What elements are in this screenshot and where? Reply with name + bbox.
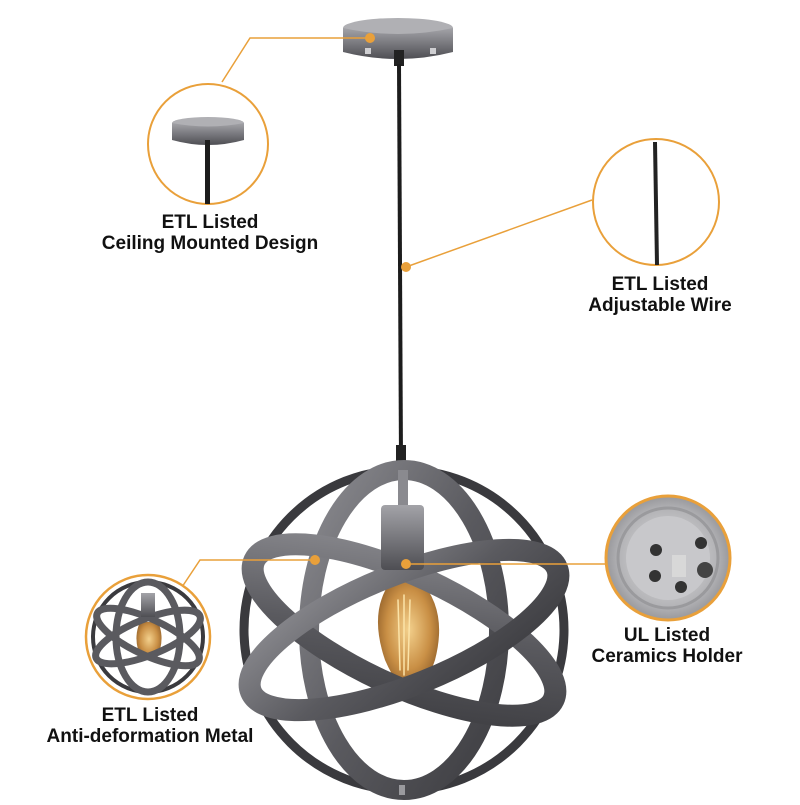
callout-label-canopy: ETL Listed Ceiling Mounted Design (60, 212, 360, 254)
cage-feature: Anti-deformation Metal (46, 726, 254, 747)
callout-label-wire: ETL Listed Adjustable Wire (510, 274, 800, 316)
suspension-wire (397, 63, 403, 463)
cage-certification: ETL Listed (101, 705, 199, 726)
holder-certification: UL Listed (623, 625, 711, 646)
wire-certification: ETL Listed (611, 274, 709, 295)
canopy-certification: ETL Listed (161, 212, 259, 233)
callout-wire (401, 138, 720, 272)
callout-label-cage: ETL Listed Anti-deformation Metal (0, 705, 300, 747)
callout-label-holder: UL Listed Ceramics Holder (527, 625, 800, 667)
wire-feature: Adjustable Wire (588, 295, 732, 316)
callout-holder (401, 494, 732, 622)
ceiling-canopy (343, 18, 453, 66)
holder-feature: Ceramics Holder (591, 646, 743, 667)
callout-cage (84, 555, 320, 701)
socket (381, 470, 424, 570)
canopy-feature: Ceiling Mounted Design (101, 233, 319, 254)
callout-canopy (147, 33, 375, 205)
